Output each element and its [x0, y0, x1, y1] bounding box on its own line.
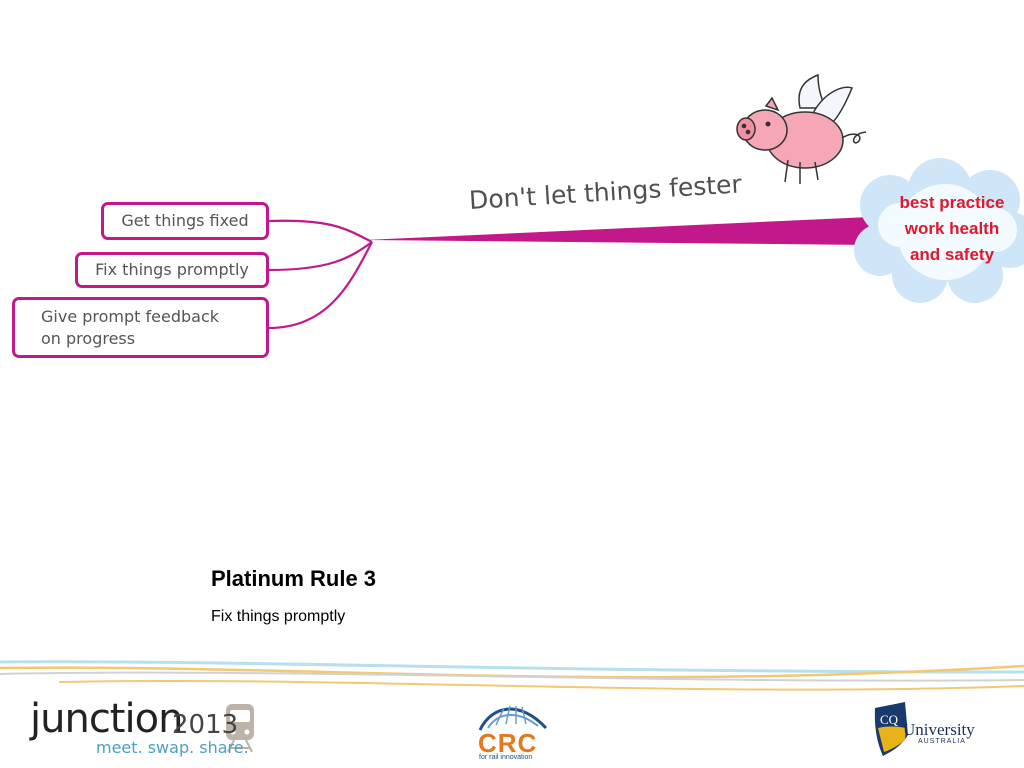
connector-line [268, 241, 373, 330]
junction-logo-tagline: meet. swap. share. [96, 738, 249, 757]
train-icon [226, 704, 254, 753]
slide-subtitle: Fix things promptly [211, 608, 346, 625]
node-label: Get things fixed [121, 211, 249, 230]
crc-logo-tagline: for rail innovation [479, 754, 533, 761]
mindmap-node-give-prompt-feedback[interactable]: Give prompt feedback on progress [12, 297, 269, 358]
cloud-icon [854, 158, 1024, 303]
cqu-shield-icon [874, 702, 908, 756]
crc-arch-icon [478, 705, 548, 731]
connector-line [268, 219, 373, 243]
flying-pig-icon [736, 73, 867, 184]
mindmap-node-fix-things-promptly[interactable]: Fix things promptly [75, 252, 269, 288]
node-label: Give prompt feedback on progress [41, 306, 220, 348]
junction-logo-year: 2013 [172, 710, 239, 740]
footer-swooshes [0, 660, 1024, 691]
node-label: Fix things promptly [95, 260, 249, 279]
mindmap-node-get-things-fixed[interactable]: Get things fixed [101, 202, 269, 240]
connector-lines [268, 219, 373, 330]
central-topic[interactable]: best practice work health and safety [899, 193, 1005, 264]
cqu-logo-prefix: CQ [880, 712, 899, 727]
main-branch [365, 217, 872, 245]
connector-line [268, 241, 373, 272]
junction-logo-word: junction [30, 696, 183, 742]
slide-title: Platinum Rule 3 [211, 566, 377, 591]
cqu-logo-country: AUSTRALIA [918, 738, 966, 745]
crc-logo-word: CRC [478, 728, 538, 758]
cqu-logo-word: University [903, 720, 975, 739]
